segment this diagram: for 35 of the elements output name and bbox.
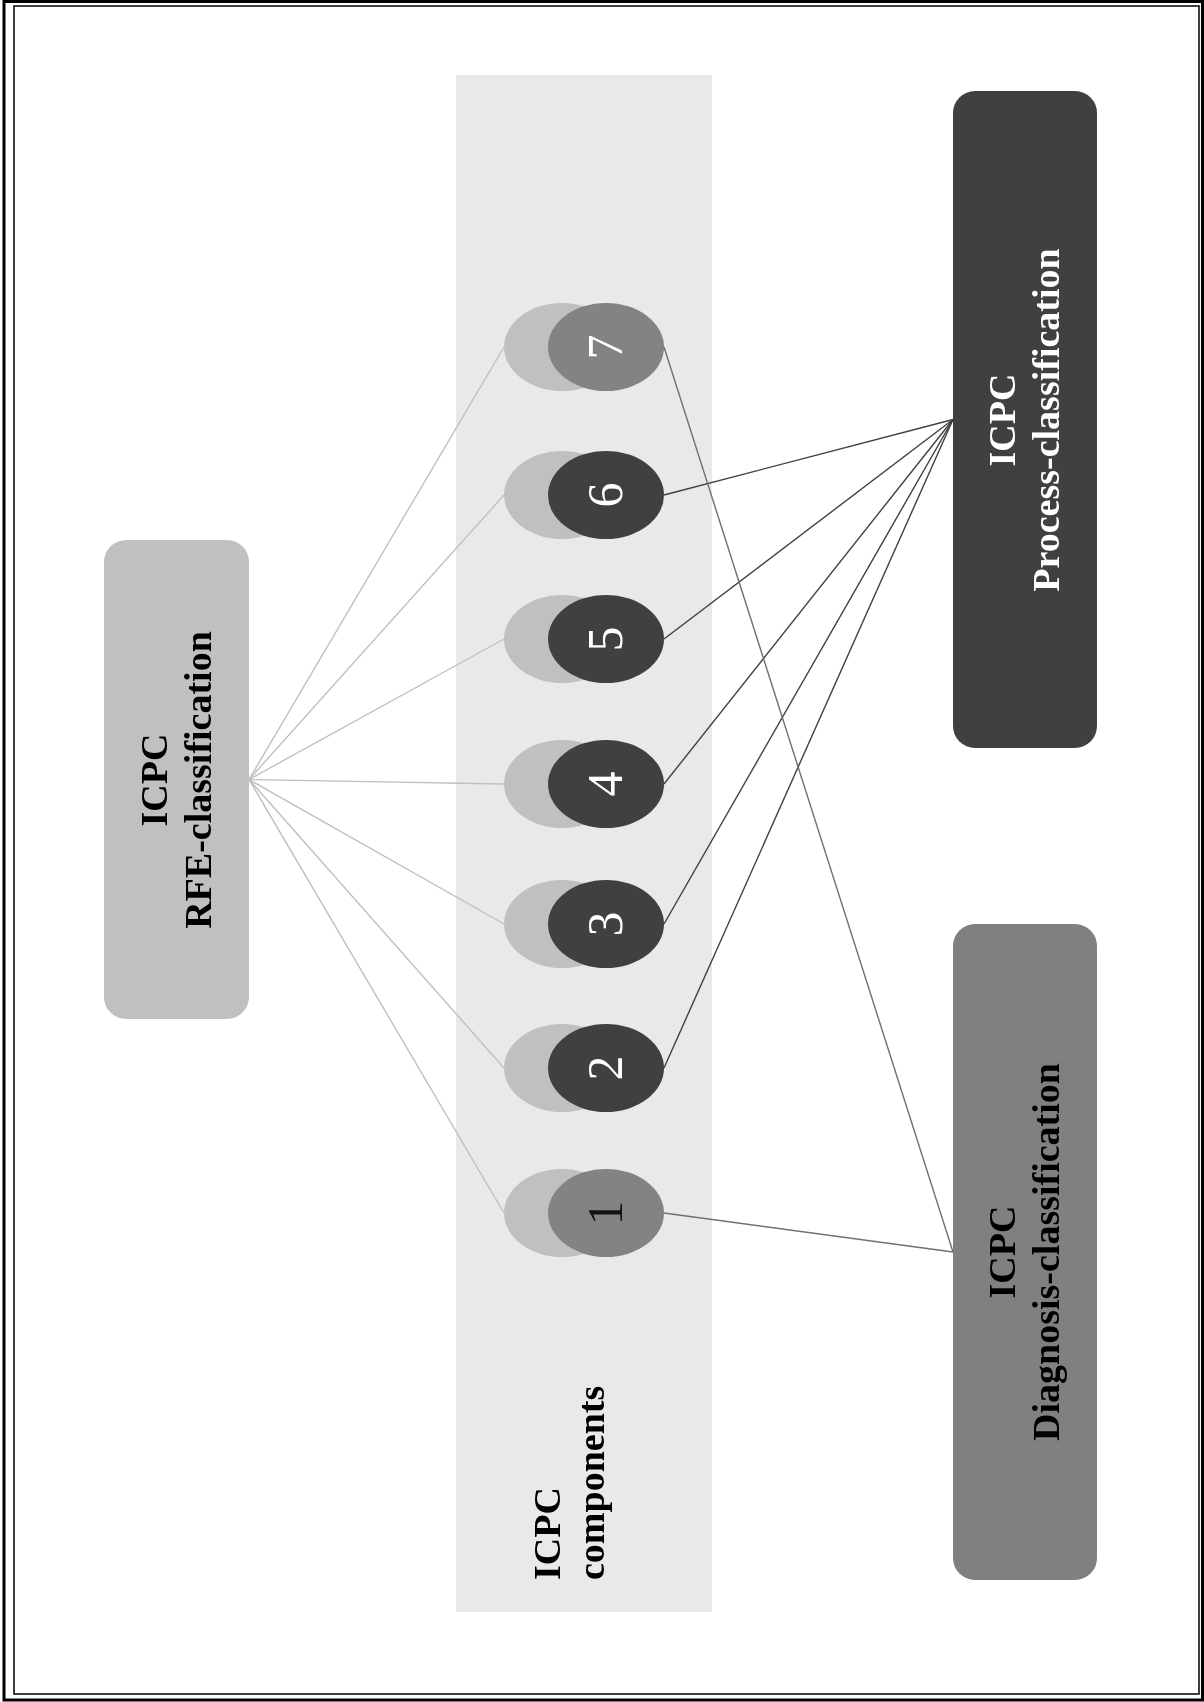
circle-number: 3 bbox=[577, 911, 635, 937]
component-circle bbox=[504, 303, 664, 391]
circle-number: 2 bbox=[577, 1055, 635, 1081]
component-circle bbox=[504, 451, 664, 539]
label-text: RFE-classification bbox=[176, 630, 220, 929]
connector-line bbox=[248, 778, 505, 925]
label-text: Diagnosis-classification bbox=[1025, 1063, 1068, 1441]
label-text: components bbox=[569, 1385, 613, 1580]
component-circle bbox=[504, 880, 664, 968]
heading-text: ICPC bbox=[526, 1487, 569, 1580]
circle-number: 1 bbox=[577, 1200, 635, 1226]
heading-text: ICPC bbox=[981, 373, 1025, 466]
connector-line bbox=[663, 1212, 954, 1253]
classification-box bbox=[953, 91, 1097, 748]
heading-text: ICPC bbox=[132, 733, 176, 826]
heading-text: ICPC bbox=[981, 1205, 1025, 1299]
classification-box bbox=[953, 924, 1097, 1580]
connector-line bbox=[248, 494, 505, 781]
circle-number: 7 bbox=[577, 334, 635, 360]
circle-number: 4 bbox=[577, 771, 635, 797]
connector-line bbox=[248, 638, 505, 781]
connector-line bbox=[248, 778, 505, 1069]
component-circle bbox=[504, 740, 664, 828]
component-circle bbox=[504, 1169, 664, 1257]
component-band bbox=[456, 75, 712, 1612]
label-text: Process-classification bbox=[1025, 247, 1068, 592]
classification-box bbox=[104, 540, 249, 1019]
connector-line bbox=[663, 418, 954, 640]
connector-line bbox=[663, 346, 954, 1253]
component-circle bbox=[504, 595, 664, 683]
connector-line bbox=[663, 418, 954, 496]
circle-number: 6 bbox=[577, 482, 635, 508]
component-circle bbox=[504, 1024, 664, 1112]
connector-line bbox=[248, 778, 505, 785]
circle-number: 5 bbox=[577, 626, 635, 652]
